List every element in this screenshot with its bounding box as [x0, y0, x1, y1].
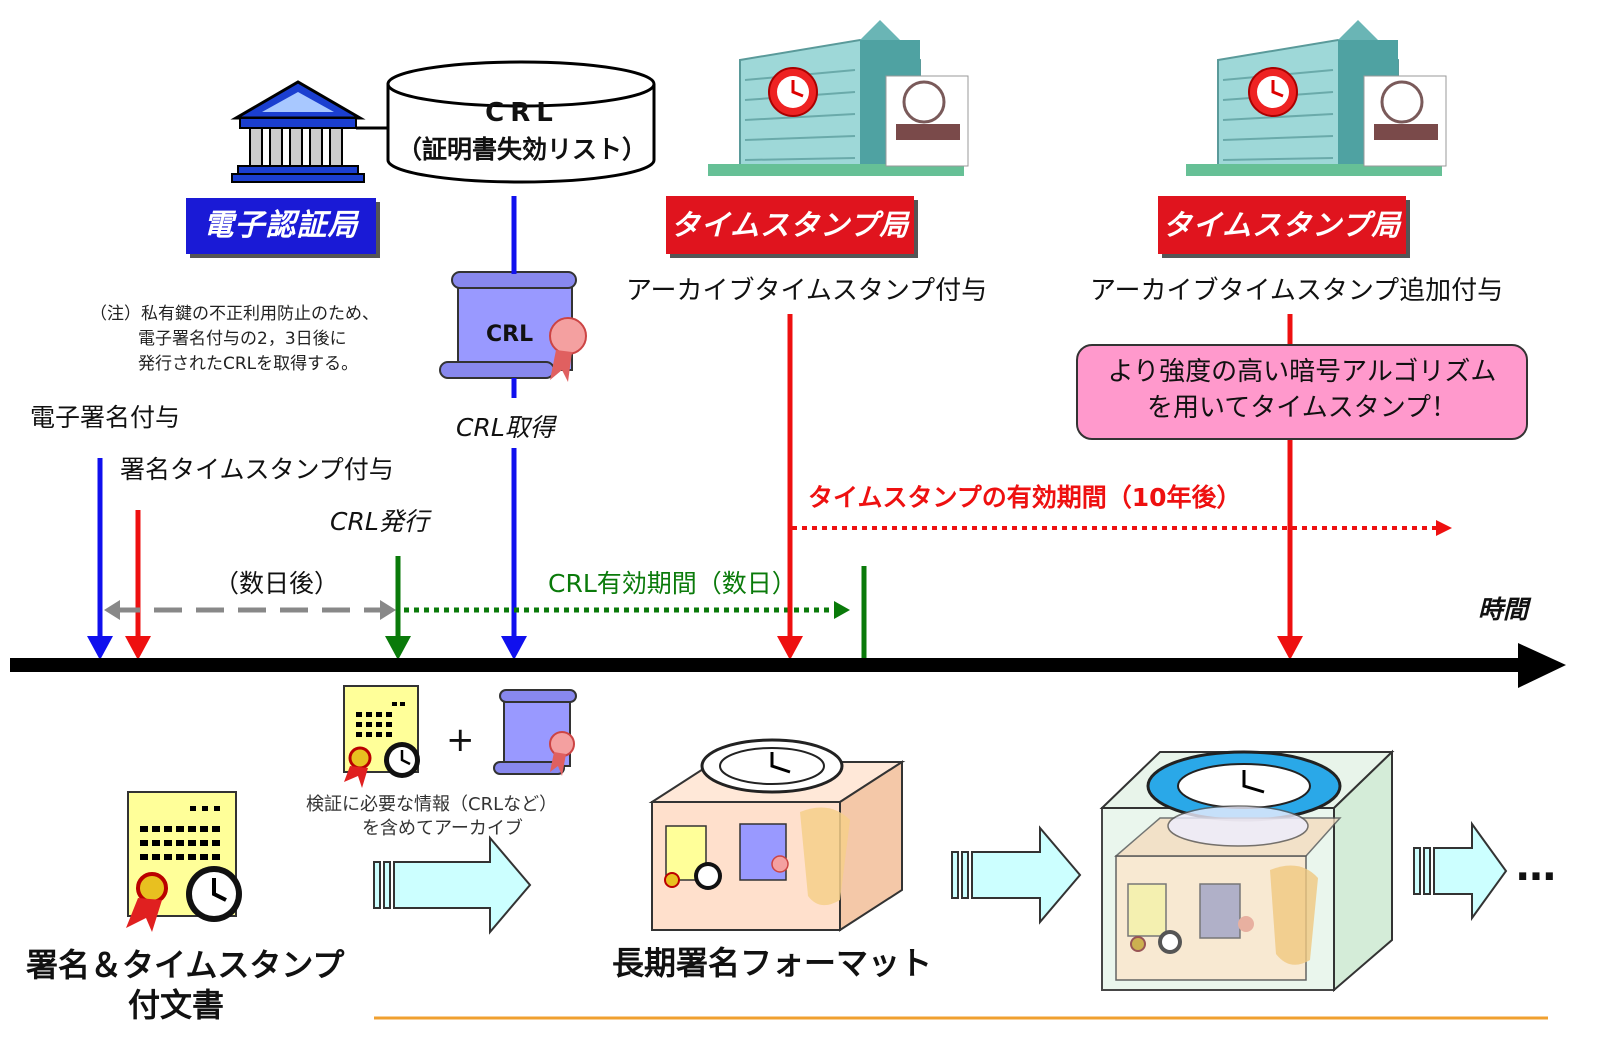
- crl-get-arrowhead: [501, 636, 527, 660]
- archive-ts-arrowhead: [777, 636, 803, 660]
- small-crl-scroll-icon: [493, 689, 577, 776]
- doc-caption-line2: 付文書: [128, 986, 225, 1024]
- sign-ts-arrowhead: [125, 636, 151, 660]
- crl-issue-arrowhead: [385, 636, 411, 660]
- crl-validity-arrowhead: [834, 601, 850, 619]
- crl-db-title: CRL: [485, 98, 559, 128]
- crl-validity-label: CRL有効期間（数日）: [548, 569, 797, 598]
- days-left-arrowhead: [104, 600, 120, 620]
- ca-label: 電子認証局: [186, 198, 376, 254]
- ellipsis: …: [1516, 844, 1556, 890]
- time-axis-label: 時間: [1478, 595, 1529, 624]
- esign-arrowhead: [87, 636, 113, 660]
- crl-scroll-icon: [439, 271, 587, 382]
- right-arrow-icon-2: [951, 825, 1082, 925]
- right-arrow-icon-3: [1413, 820, 1508, 922]
- plus-sign: +: [446, 720, 475, 760]
- stronger-algorithm-line2: を用いてタイムスタンプ！: [1147, 393, 1457, 423]
- timeline-arrowhead: [1518, 643, 1566, 688]
- tsa-label-2: タイムスタンプ局: [1158, 196, 1406, 254]
- sign-ts-label: 署名タイムスタンプ付与: [120, 455, 394, 484]
- bank-icon: [230, 80, 366, 183]
- timeline-bar: [10, 658, 1525, 672]
- signed-document-icon: [126, 791, 242, 932]
- archive-ts-add-label: アーカイブタイムスタンプ追加付与: [1090, 276, 1504, 306]
- archive-box-icon-2: [1099, 749, 1395, 993]
- ts-validity-label: タイムスタンプの有効期間（10年後）: [808, 483, 1242, 512]
- days-right-arrowhead: [380, 600, 396, 620]
- archive-add-arrowhead: [1277, 636, 1303, 660]
- database-icon: [386, 60, 656, 184]
- crl-get-label: CRL取得: [456, 413, 555, 442]
- verify-info-line2: を含めてアーカイブ: [362, 818, 523, 839]
- building-icon-2: [1186, 20, 1447, 176]
- note-line3: 発行されたCRLを取得する。: [138, 354, 359, 374]
- crl-scroll-label: CRL: [486, 322, 534, 347]
- verify-info-line1: 検証に必要な情報（CRLなど）: [306, 794, 558, 815]
- archive-box-icon-1: [648, 738, 906, 932]
- building-icon-1: [708, 20, 969, 176]
- small-document-icon: [343, 685, 420, 788]
- long-term-format-label: 長期署名フォーマット: [612, 944, 933, 982]
- stronger-algorithm-box: より強度の高い暗号アルゴリズム を用いてタイムスタンプ！: [1076, 344, 1528, 440]
- note-line1: （注）私有鍵の不正利用防止のため、: [90, 304, 379, 324]
- crl-issue-label: CRL発行: [330, 507, 429, 536]
- ts-validity-arrowhead: [1436, 520, 1452, 536]
- crl-db-subtitle: （証明書失効リスト）: [396, 135, 647, 164]
- doc-caption-line1: 署名＆タイムスタンプ: [26, 946, 345, 984]
- archive-ts-label: アーカイブタイムスタンプ付与: [626, 276, 988, 306]
- tsa-label-1: タイムスタンプ局: [666, 196, 914, 254]
- esign-label: 電子署名付与: [30, 403, 181, 432]
- note-line2: 電子署名付与の2，3日後に: [138, 329, 347, 349]
- days-later-label: （数日後）: [214, 569, 340, 598]
- right-arrow-icon-1: [373, 835, 532, 935]
- stronger-algorithm-line1: より強度の高い暗号アルゴリズム: [1107, 357, 1497, 387]
